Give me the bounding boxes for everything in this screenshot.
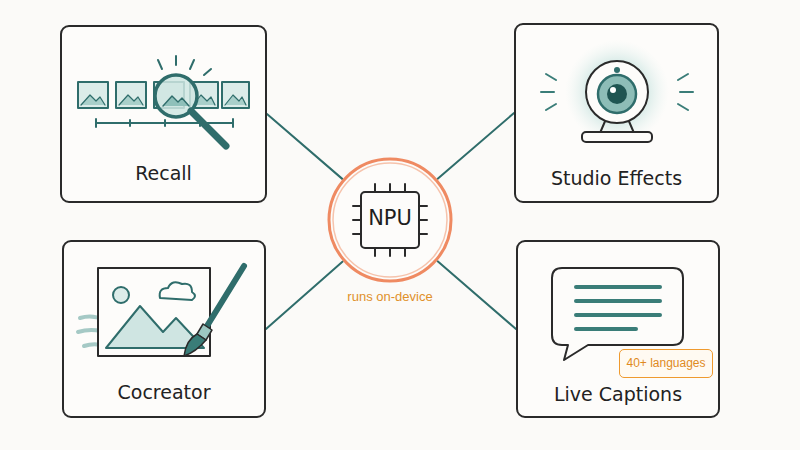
chip-icon — [353, 184, 427, 256]
feature-box: Live Captions 40+ languages — [516, 240, 720, 418]
feature-box: Cocreator — [62, 240, 266, 418]
canvas-brush-icon — [78, 266, 244, 356]
connector-line — [438, 261, 516, 329]
thumbnail-strip — [78, 82, 249, 108]
feature-box: Studio Effects — [514, 23, 719, 203]
node-label: Live Captions — [518, 383, 718, 405]
npu-circle: NPUruns on-device — [327, 157, 453, 283]
magnifier-icon — [155, 56, 226, 146]
connector-line — [438, 113, 514, 179]
node-label: Studio Effects — [516, 167, 717, 189]
node-label: 40+ languages — [620, 356, 712, 370]
speech-bubble-icon — [552, 268, 683, 360]
connector-line — [266, 262, 343, 329]
connector-line — [267, 114, 342, 179]
timeline — [96, 119, 233, 127]
node-label: Cocreator — [64, 381, 264, 403]
webcam-icon — [541, 40, 693, 144]
recall-illustration — [78, 56, 249, 146]
feature-box: Recall — [60, 25, 267, 203]
node-label: NPU — [327, 206, 453, 230]
node-label: Recall — [62, 162, 265, 184]
badge-box: 40+ languages — [619, 349, 713, 378]
node-caption: runs on-device — [277, 289, 503, 304]
